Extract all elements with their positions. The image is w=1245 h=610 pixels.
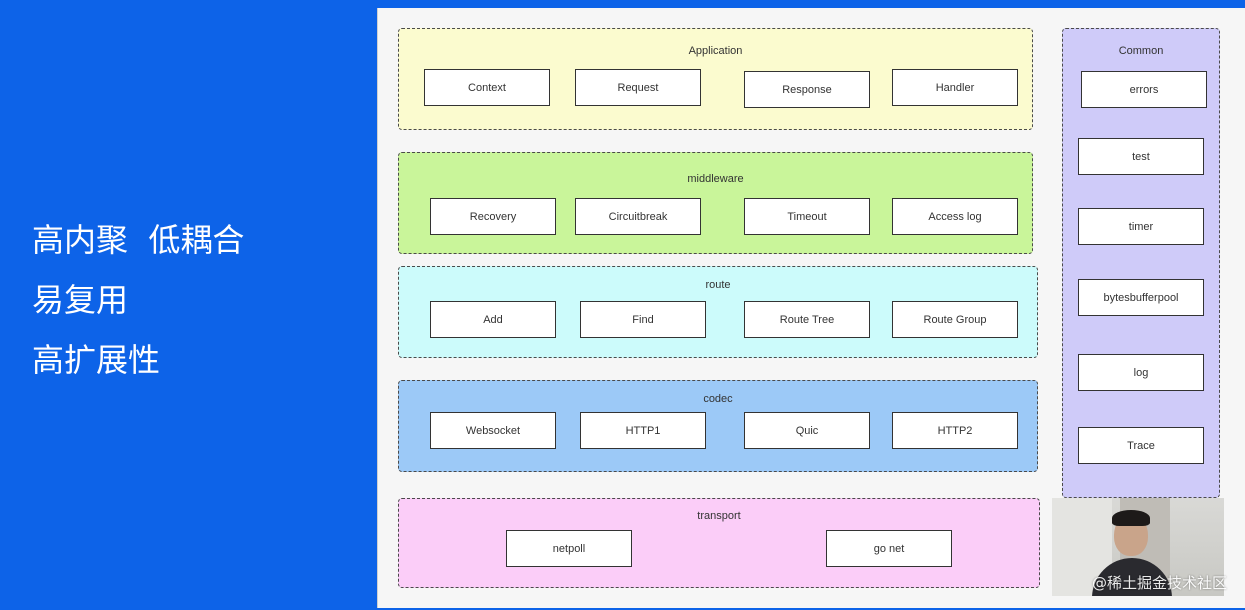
bullet-extensibility: 高扩展性	[32, 341, 161, 379]
application-response-box: Response	[744, 71, 870, 108]
common-layer-title: Common	[1118, 45, 1164, 57]
route-layer-title: route	[705, 279, 731, 291]
application-context-box: Context	[424, 69, 550, 106]
watermark: @稀土掘金技术社区	[1091, 574, 1227, 592]
codec-layer-title: codec	[703, 393, 733, 405]
codec-quic-box: Quic	[744, 412, 870, 449]
route-group-box: Route Group	[892, 301, 1018, 338]
common-test-box: test	[1078, 138, 1204, 175]
bullet-reuse: 易复用	[32, 281, 129, 319]
common-errors-box: errors	[1081, 71, 1207, 108]
slide-bullets: 高内聚 低耦合 易复用 高扩展性	[32, 210, 244, 390]
middleware-circuitbreak-box: Circuitbreak	[575, 198, 701, 235]
middleware-access-log-box: Access log	[892, 198, 1018, 235]
route-add-box: Add	[430, 301, 556, 338]
codec-http2-box: HTTP2	[892, 412, 1018, 449]
codec-http1-box: HTTP1	[580, 412, 706, 449]
codec-websocket-box: Websocket	[430, 412, 556, 449]
transport-netpoll-box: netpoll	[506, 530, 632, 567]
common-log-box: log	[1078, 354, 1204, 391]
application-request-box: Request	[575, 69, 701, 106]
common-trace-box: Trace	[1078, 427, 1204, 464]
common-timer-box: timer	[1078, 208, 1204, 245]
middleware-recovery-box: Recovery	[430, 198, 556, 235]
transport-go-net-box: go net	[826, 530, 952, 567]
middleware-layer-title: middleware	[687, 173, 744, 185]
application-handler-box: Handler	[892, 69, 1018, 106]
common-bytesbufferpool-box: bytesbufferpool	[1078, 279, 1204, 316]
application-layer-title: Application	[688, 45, 743, 57]
bullet-cohesion: 高内聚 低耦合	[32, 221, 245, 259]
route-find-box: Find	[580, 301, 706, 338]
route-tree-box: Route Tree	[744, 301, 870, 338]
middleware-timeout-box: Timeout	[744, 198, 870, 235]
transport-layer-title: transport	[697, 510, 741, 522]
presenter-video	[1052, 498, 1224, 596]
